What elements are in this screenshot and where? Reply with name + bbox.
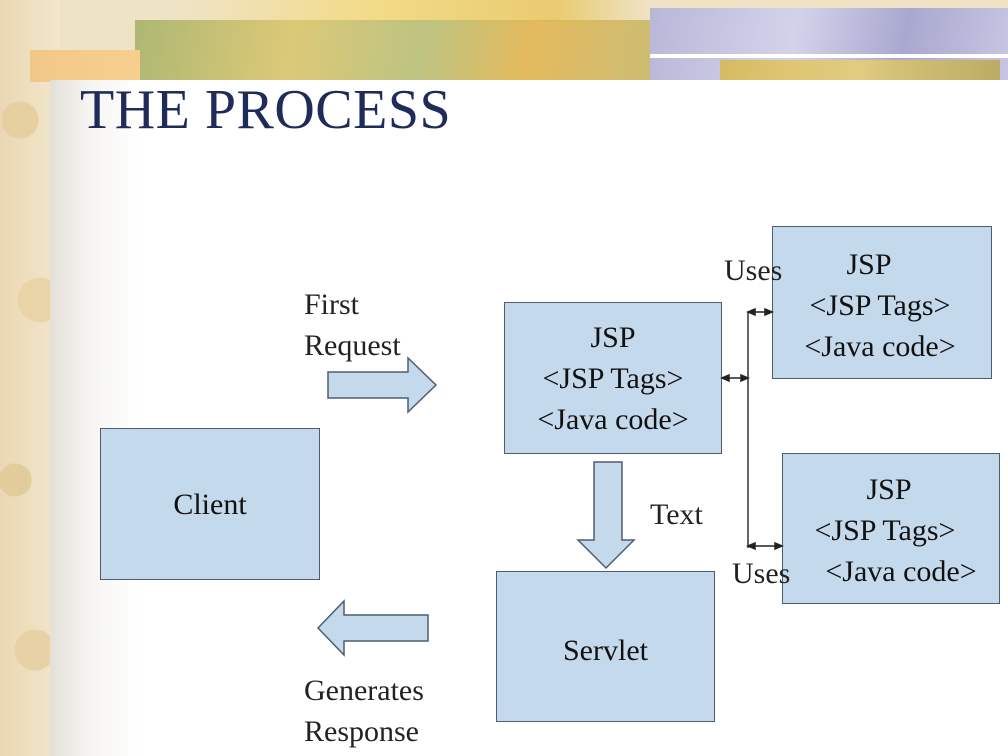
uses-bottom-double-arrow xyxy=(746,541,784,551)
first-request-line1: First xyxy=(304,288,360,321)
jsp-main-line2: <JSP Tags> xyxy=(542,361,684,395)
jsp-main-line3: <Java code> xyxy=(537,402,689,436)
uses-top-double-arrow xyxy=(746,307,774,317)
jsp-to-servlet-arrow xyxy=(576,461,636,570)
jsp-bottom-line2: <JSP Tags> xyxy=(814,514,956,547)
jsp-main-double-arrow xyxy=(720,373,750,383)
servlet-box: Servlet xyxy=(496,571,715,722)
uses-top-label: Uses xyxy=(724,254,783,287)
jsp-bottom-box: JSP <JSP Tags> <Java code> xyxy=(782,453,1000,604)
jsp-top-line1: JSP xyxy=(846,248,892,281)
generates-response-line2: Response xyxy=(304,715,419,748)
client-label: Client xyxy=(173,487,247,521)
text-label: Text xyxy=(650,498,703,531)
generates-response-label: Generates Response xyxy=(304,670,424,752)
jsp-main-box: JSP <JSP Tags> <Java code> xyxy=(504,302,722,454)
generates-response-line1: Generates xyxy=(304,674,424,707)
uses-bottom-label: Uses xyxy=(732,557,791,590)
slide-title: THE PROCESS xyxy=(80,79,452,141)
servlet-label: Servlet xyxy=(563,634,648,667)
client-box: Client xyxy=(100,428,320,580)
first-request-arrow xyxy=(327,356,438,414)
generates-response-arrow xyxy=(316,599,429,657)
jsp-bottom-line3: <Java code> xyxy=(825,555,977,588)
jsp-top-line3: <Java code> xyxy=(804,330,956,363)
jsp-top-line2: <JSP Tags> xyxy=(809,289,951,322)
first-request-line2: Request xyxy=(304,329,401,362)
jsp-main-line1: JSP xyxy=(590,320,636,354)
decorative-banner xyxy=(0,0,1008,90)
jsp-bottom-line1: JSP xyxy=(866,473,912,506)
first-request-label: First Request xyxy=(304,284,401,366)
jsp-top-box: JSP <JSP Tags> <Java code> xyxy=(772,226,992,379)
